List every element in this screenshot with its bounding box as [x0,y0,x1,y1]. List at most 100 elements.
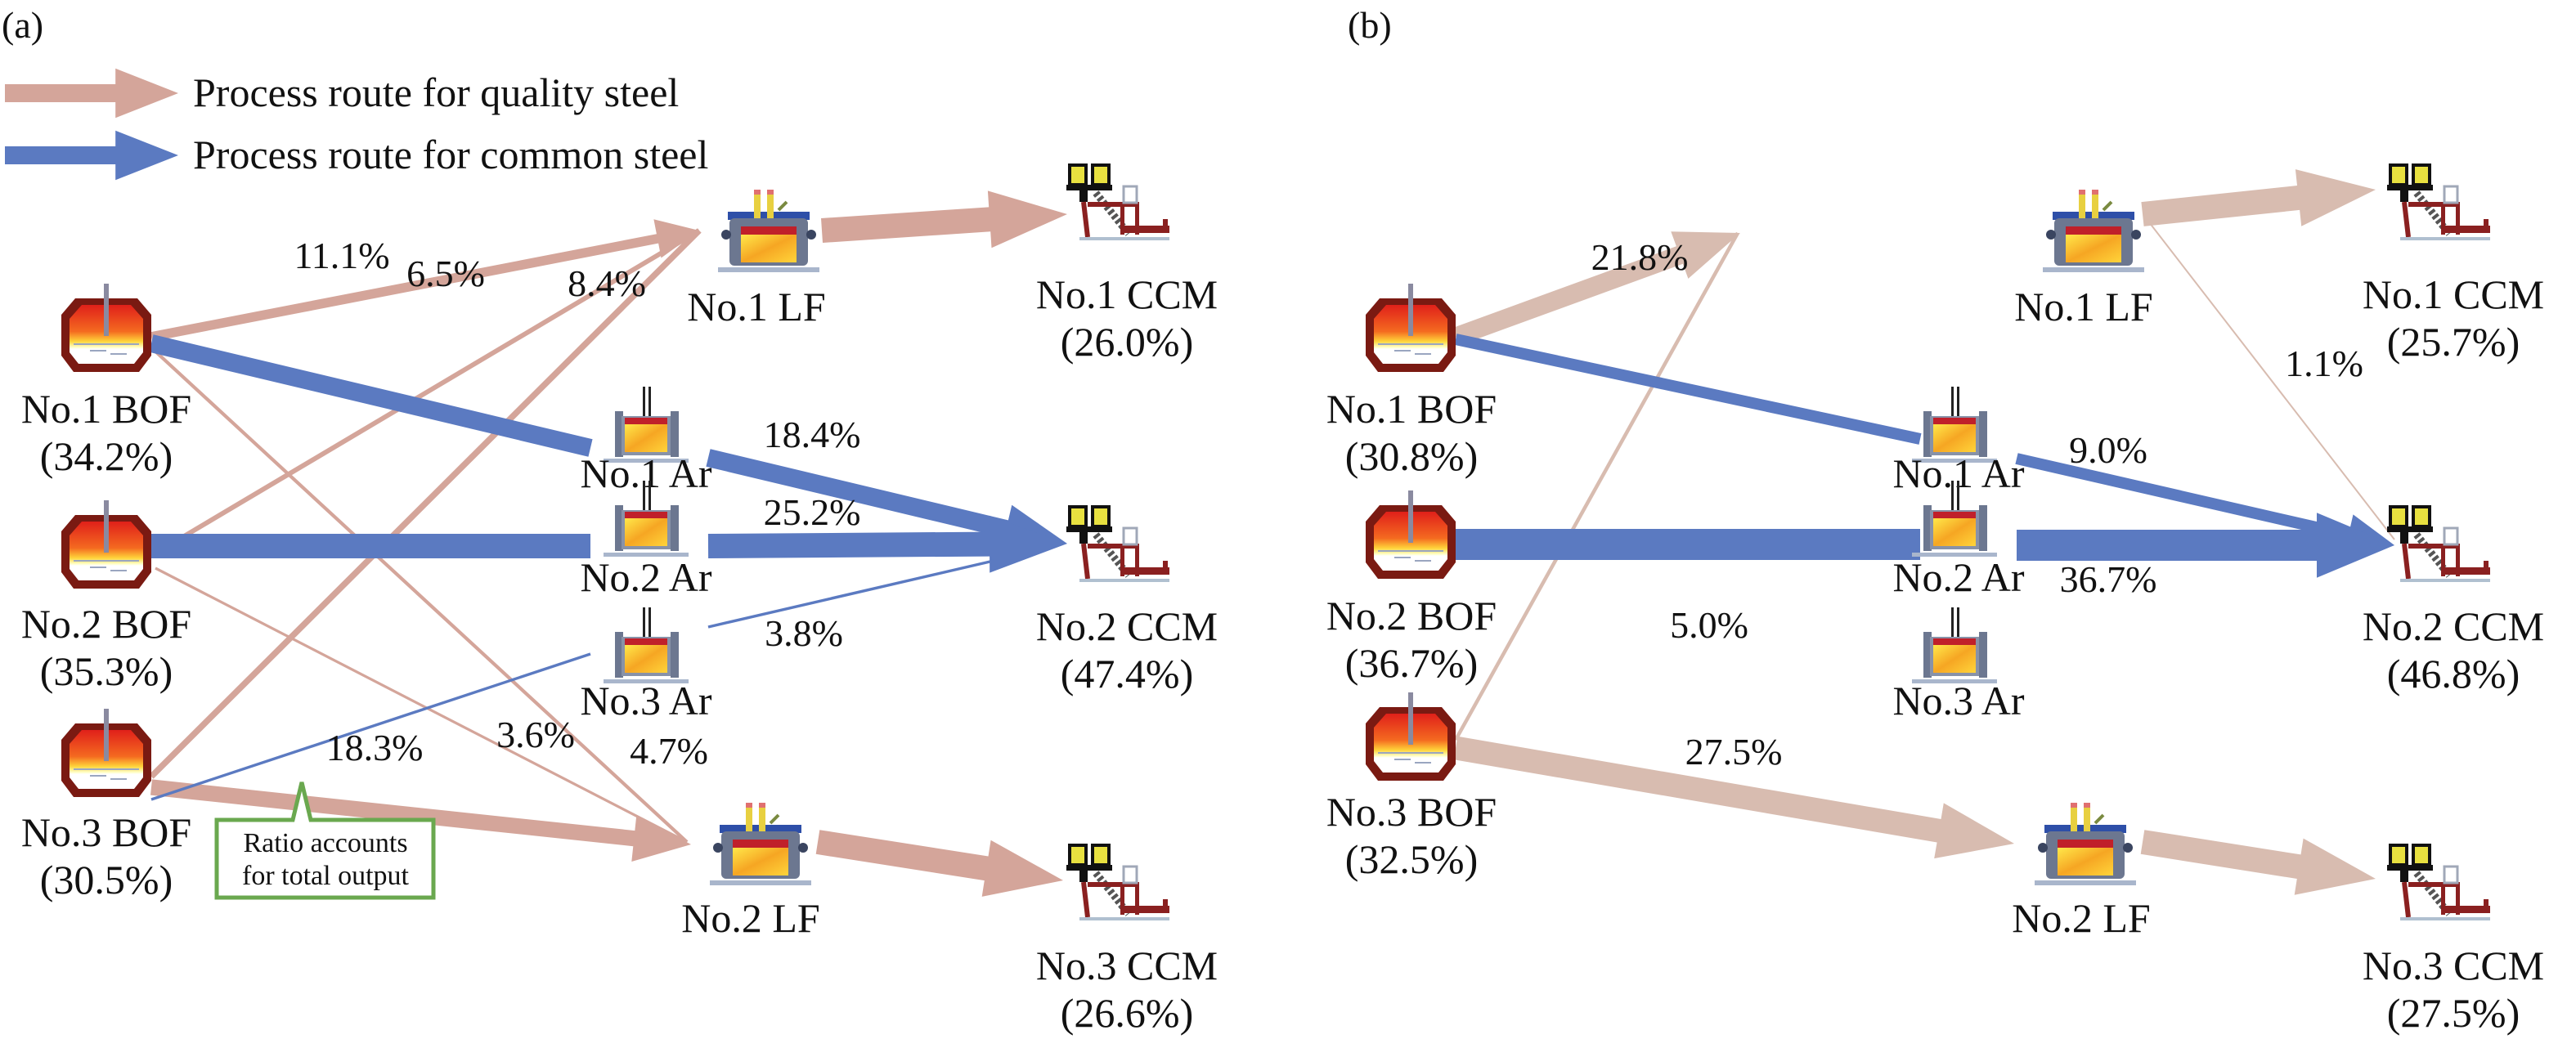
legend-quality-arrow [5,68,178,119]
panel-b-flow-ar1-ccm2-common [2015,453,2394,555]
panel-a-flow-ar1-ccm2-common [706,449,1067,553]
continuous-caster-icon [1066,507,1169,582]
panel-b-node-share-ccm3: (27.5%) [2387,990,2520,1036]
panel-b-node-label-ar3: No.3 Ar [1892,678,2024,723]
panel-b-node-ccm1: No.1 CCM(25.7%) [2363,165,2544,365]
panel-a-node-share-bof2: (35.3%) [40,648,173,694]
panel-a-node-ar3: No.3 Ar [580,607,712,723]
panel-b-node-label-bof3: No.3 BOF [1326,789,1497,835]
panel-a-node-lf1: No.1 LF [687,188,826,329]
panel-b-node-share-bof3: (32.5%) [1345,836,1478,882]
panel-b-node-label-ccm2: No.2 CCM [2363,603,2544,649]
panel-a-flow-label-ar3-ccm2: 3.8% [765,612,843,654]
panel-b-node-ar3: No.3 Ar [1892,607,2025,723]
panel-b-flow-label-ar2-ccm2: 36.7% [2060,558,2157,600]
continuous-caster-icon [2387,507,2490,582]
legend-common-arrow-shape [5,130,178,181]
panel-a-node-label-bof1: No.1 BOF [21,386,191,432]
panel-a-flow-lf2-ccm3-quality [815,830,1063,897]
panel-b-flows [1452,169,2395,895]
panel-a: No.1 BOF(34.2%) No.2 BOF(35.3%)No.3 BOF(3… [21,165,1218,1036]
panel-a-node-ccm1: No.1 CCM(26.0%) [1036,165,1218,365]
panel-a-node-ar2: No.2 Ar [580,481,712,600]
panel-a-flow-label-bof1-lf2: 4.7% [630,730,708,772]
panel-a-node-label-ar2: No.2 Ar [580,554,711,600]
panel-label-a: (a) [2,4,43,46]
legend-common-arrow [5,130,178,181]
panel-b-node-label-ccm3: No.3 CCM [2363,943,2544,988]
panel-b-flow-lf1-ccm1-quality [2141,169,2376,226]
bof-converter-icon [61,499,152,589]
panel-a-flow-bof3-ar3-common [150,652,591,801]
panel-b-flow-label-ar1-ccm2: 9.0% [2069,429,2147,471]
panel-b-flow-label-bof1-lf1: 21.8% [1591,236,1689,278]
bof-converter-icon [61,283,152,373]
panel-a-node-ccm2: No.2 CCM(47.4%) [1036,507,1218,696]
panel-b-flow-ar2-ccm2-common [2017,513,2394,578]
panel-label-b: (b) [1348,4,1392,46]
panel-a-node-share-ccm1: (26.0%) [1061,319,1193,365]
panel-b-node-ccm2: No.2 CCM(46.8%) [2363,507,2544,696]
panel-a-flow-ar3-ccm2-common [707,559,994,629]
panel-a-node-bof3: No.3 BOF(30.5%) [21,708,191,902]
panel-b-node-lf1: No.1 LF [2014,188,2153,329]
panel-a-flow-label-ar2-ccm2: 25.2% [764,491,861,533]
callout-line-1: Ratio accounts [243,828,407,858]
panel-b-node-ccm3: No.3 CCM(27.5%) [2363,845,2544,1036]
panel-a-flow-label-bof3-lf2: 18.3% [326,727,424,768]
panel-a-node-share-ccm2: (47.4%) [1061,651,1193,696]
panel-b-node-bof1: No.1 BOF(30.8%) [1326,283,1497,479]
panel-a-flow-label-bof1-lf1: 11.1% [294,235,389,276]
panel-b-node-bof3: No.3 BOF(32.5%) [1326,692,1497,882]
ladle-furnace-icon [2041,188,2146,274]
legend-common-label: Process route for common steel [193,132,708,177]
panel-b: No.1 BOF(30.8%)No.2 BOF(36.7%)No.3 BOF(3… [1326,165,2544,1036]
panel-b-node-share-ccm1: (25.7%) [2387,319,2520,365]
panel-a-flow-bof1-ar1-common [149,334,593,457]
ladle-furnace-icon [708,801,813,887]
panel-a-flow-label-bof2-lf1: 6.5% [406,253,485,294]
bof-converter-icon [61,708,152,798]
panel-a-node-label-lf2: No.2 LF [681,895,819,941]
argon-station-icon [1912,607,1997,683]
continuous-caster-icon [1066,165,1169,240]
panel-a-flow-labels: 11.1% 6.5% 8.4% 4.7% 3.6% 18.3% 18.4% 25.2% 3.8% [294,235,860,772]
bof-converter-icon [1365,283,1456,373]
panel-a-flow-ar2-ccm2-common [707,515,1067,573]
panel-b-node-label-bof1: No.1 BOF [1326,386,1497,432]
panel-b-flow-label-lf1-ccm2: 1.1% [2285,343,2363,384]
panel-a-node-label-ar1: No.1 Ar [580,450,711,496]
panel-a-flow-lf1-ccm1-quality [821,190,1067,249]
panel-b-flow-label-bof3-lf1: 5.0% [1670,604,1748,646]
panel-a-node-bof1: No.1 BOF(34.2%) [21,283,191,479]
panel-b-flow-lf2-ccm3-quality [2140,830,2376,895]
panel-b-flow-label-bof3-lf2: 27.5% [1685,731,1783,773]
legend-quality-arrow-shape [5,68,178,119]
panel-b-flow-bof3-lf2-quality [1453,736,2014,859]
panel-a-flow-bof1-lf2-quality [152,348,689,844]
panel-b-node-label-lf2: No.2 LF [2012,895,2150,941]
panel-b-node-share-ccm2: (46.8%) [2387,651,2520,696]
panel-a-flow-label-ar1-ccm2: 18.4% [764,414,861,455]
legend: Process route for quality steel Process … [5,68,708,181]
panel-a-node-ar1: No.1 Ar [580,387,712,496]
panel-a-flows [149,190,1067,897]
legend-quality-label: Process route for quality steel [193,69,679,115]
continuous-caster-icon [1066,845,1169,920]
panel-b-node-bof2: No.2 BOF(36.7%) [1326,490,1497,686]
panel-b-flow-bof1-lf1-quality [1452,231,1740,346]
bof-converter-icon [1365,692,1456,781]
panel-b-flow-bof3-lf1-quality [1454,231,1739,741]
panel-b-node-label-lf1: No.1 LF [2014,284,2152,329]
panel-a-node-share-bof1: (34.2%) [40,433,173,479]
panel-a-node-label-ccm3: No.3 CCM [1036,943,1218,988]
panel-b-flow-labels: 21.8% 5.0% 27.5% 9.0% 36.7% 1.1% [1591,236,2363,773]
panel-a-node-lf2: No.2 LF [681,801,820,941]
panel-a-node-bof2: No.2 BOF(35.3%) [21,499,191,694]
panel-b-flow-lf1-ccm2-quality [2146,218,2395,540]
panel-a-flow-label-bof2-lf2: 3.6% [496,714,575,755]
panel-a-flow-label-bof3-lf1: 8.4% [568,262,646,304]
panel-a-node-share-bof3: (30.5%) [40,857,173,902]
continuous-caster-icon [2387,165,2490,240]
